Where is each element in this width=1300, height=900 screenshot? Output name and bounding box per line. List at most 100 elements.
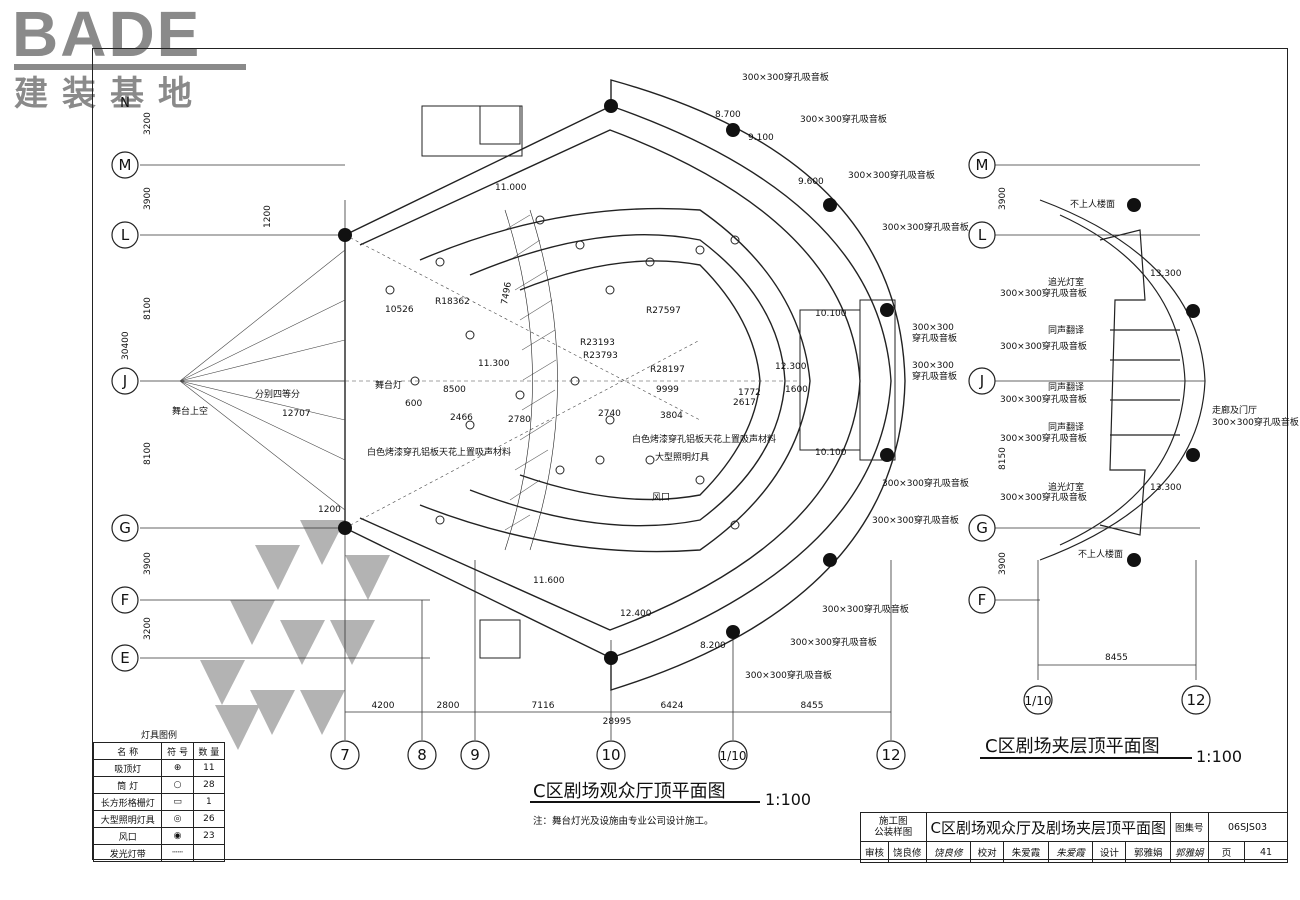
dim-left-6: 3200 xyxy=(143,617,153,640)
label-acoustic-short-1: 300×300 xyxy=(912,323,954,333)
mezz-acoustic-4: 300×300穿孔吸音板 xyxy=(1000,432,1087,444)
columns xyxy=(338,99,894,665)
title-block-row-1: 施工图 公装样图 C区剧场观众厅及剧场夹层顶平面图 图集号 06SJS03 xyxy=(860,812,1288,842)
right-title: C区剧场夹层顶平面图 xyxy=(985,736,1160,757)
label-radius-9: 9999 xyxy=(656,385,679,395)
design-label: 设计 xyxy=(1092,841,1127,863)
axis-right-row-L: L xyxy=(978,226,987,244)
watermark-triangles xyxy=(200,520,390,750)
label-vent: 风口 xyxy=(652,492,670,503)
right-title-scale: 1:100 xyxy=(1196,747,1242,766)
label-elev-4: 11.600 xyxy=(533,576,565,586)
designer-name: 郭雅娟 xyxy=(1125,841,1172,863)
label-radius-14: 600 xyxy=(405,399,422,409)
reviewer-signature: 饶良修 xyxy=(925,841,972,863)
dim-left-2: 3900 xyxy=(143,187,153,210)
mezz-elev-2: 13.300 xyxy=(1150,483,1182,493)
legend-row: 发光灯带 ┄┄ xyxy=(92,844,226,862)
title-block-category: 施工图 公装样图 xyxy=(860,812,927,842)
designer-signature: 郭雅娟 xyxy=(1170,841,1209,863)
axis-col-1-10: 1/10 xyxy=(720,749,747,763)
watermark-divider xyxy=(14,64,246,70)
dim-bottom-total: 28995 xyxy=(603,717,632,727)
label-radius-13: 3804 xyxy=(660,411,683,421)
title-block-category-2: 公装样图 xyxy=(874,827,913,838)
label-acoustic-short-4: 穿孔吸音板 xyxy=(912,370,957,382)
dim-left-7: 1200 xyxy=(263,205,273,228)
label-acoustic-7: 300×300穿孔吸音板 xyxy=(822,603,909,615)
mezz-acoustic-6: 300×300穿孔吸音板 xyxy=(1212,416,1299,428)
large-light-icon: ◎ xyxy=(161,810,194,828)
legend-row-count: 23 xyxy=(192,827,226,845)
legend-row-name: 风口 xyxy=(92,827,163,845)
label-radius-16: 2617 xyxy=(733,398,756,408)
radial-lines xyxy=(179,234,800,529)
label-radius-17: 1600 xyxy=(785,385,808,395)
watermark-brand: BADE xyxy=(12,0,202,70)
mezzanine-columns xyxy=(1127,198,1200,567)
checker-signature: 朱爱霞 xyxy=(1047,841,1094,863)
lights xyxy=(385,215,740,530)
label-elev-8: 9.600 xyxy=(798,177,824,187)
side-rooms xyxy=(421,105,896,659)
label-elev-2: 10.100 xyxy=(815,309,847,319)
label-radius-1: 10526 xyxy=(385,305,414,315)
mezz-no-entry-top: 不上人楼面 xyxy=(1070,198,1115,210)
dim-left-total: 30400 xyxy=(121,331,131,360)
dim-left-5: 3900 xyxy=(143,552,153,575)
legend-header-count: 数 量 xyxy=(192,742,226,760)
dims-bottom: 4200 2800 7116 6424 8455 28995 xyxy=(372,701,824,727)
label-radius-3: R23193 xyxy=(580,338,615,348)
label-radius-4: R23793 xyxy=(583,351,618,361)
axis-row-M: M xyxy=(119,156,132,174)
atlas-number: 06SJS03 xyxy=(1207,812,1288,842)
mezz-echo-1: 同声翻译 xyxy=(1048,324,1084,336)
dim-left-3: 8100 xyxy=(143,297,153,320)
label-big-light: 大型照明灯具 xyxy=(655,451,709,463)
review-label: 审核 xyxy=(859,841,890,863)
legend-row-name: 大型照明灯具 xyxy=(92,810,163,828)
title-block-category-1: 施工图 xyxy=(879,816,908,827)
label-radius-7: 12707 xyxy=(282,409,311,419)
label-elev-5: 12.400 xyxy=(620,609,652,619)
dim-bottom-1: 4200 xyxy=(372,701,395,711)
label-radius-2: R18362 xyxy=(435,297,470,307)
dim-bottom-2: 2800 xyxy=(437,701,460,711)
dim-left-8: 1200 xyxy=(318,505,341,515)
label-acoustic-9: 300×300穿孔吸音板 xyxy=(745,669,832,681)
light-strip-icon: ┄┄ xyxy=(161,844,194,862)
label-elev-1: 11.000 xyxy=(495,183,527,193)
design-note: 注：舞台灯光及设施由专业公司设计施工。 xyxy=(533,815,714,827)
legend-row: 长方形格栅灯 ▭ 1 xyxy=(92,793,226,811)
legend-row-name: 长方形格栅灯 xyxy=(92,793,163,811)
plan-labels: 舞台上空 分别四等分 舞台灯 10526 R18362 R23193 R2379… xyxy=(172,71,969,681)
title-block-table: 施工图 公装样图 C区剧场观众厅及剧场夹层顶平面图 图集号 06SJS03 审核… xyxy=(859,812,1288,863)
mezz-dim-4: 8455 xyxy=(1105,653,1128,663)
legend-row: 吸顶灯 ⊕ 11 xyxy=(92,759,226,777)
mezz-echo-2: 同声翻译 xyxy=(1048,381,1084,393)
legend: 灯具图例 名 称 符 号 数 量 吸顶灯 ⊕ 11 筒 灯 ○ 28 长方形格栅… xyxy=(92,728,226,862)
axis-col-7: 7 xyxy=(340,746,350,764)
axis-col-9: 9 xyxy=(470,746,480,764)
legend-row-count: 28 xyxy=(192,776,226,794)
drawing-frame xyxy=(92,48,1288,860)
dim-left-1: 3200 xyxy=(143,112,153,135)
page-label: 页 xyxy=(1207,841,1246,863)
axis-right-row-M: M xyxy=(976,156,989,174)
mezz-dim-3: 3900 xyxy=(998,552,1008,575)
mezz-corridor: 走廊及门厅 xyxy=(1212,404,1257,416)
axis-row-J: J xyxy=(122,372,127,390)
main-title-scale: 1:100 xyxy=(765,790,811,809)
legend-row-count: 1 xyxy=(192,793,226,811)
label-acoustic-6: 300×300穿孔吸音板 xyxy=(872,514,959,526)
axis-row-E: E xyxy=(120,649,129,667)
label-stage-light: 舞台灯 xyxy=(375,379,402,391)
label-radius-12: 2740 xyxy=(598,409,621,419)
legend-row-name: 筒 灯 xyxy=(92,776,163,794)
legend-row-name: 吸顶灯 xyxy=(92,759,163,777)
label-radius-10: 2466 xyxy=(450,413,473,423)
axis-right-row-F: F xyxy=(978,591,987,609)
label-radius-5: R28197 xyxy=(650,365,685,375)
axis-col-12: 12 xyxy=(881,746,900,764)
